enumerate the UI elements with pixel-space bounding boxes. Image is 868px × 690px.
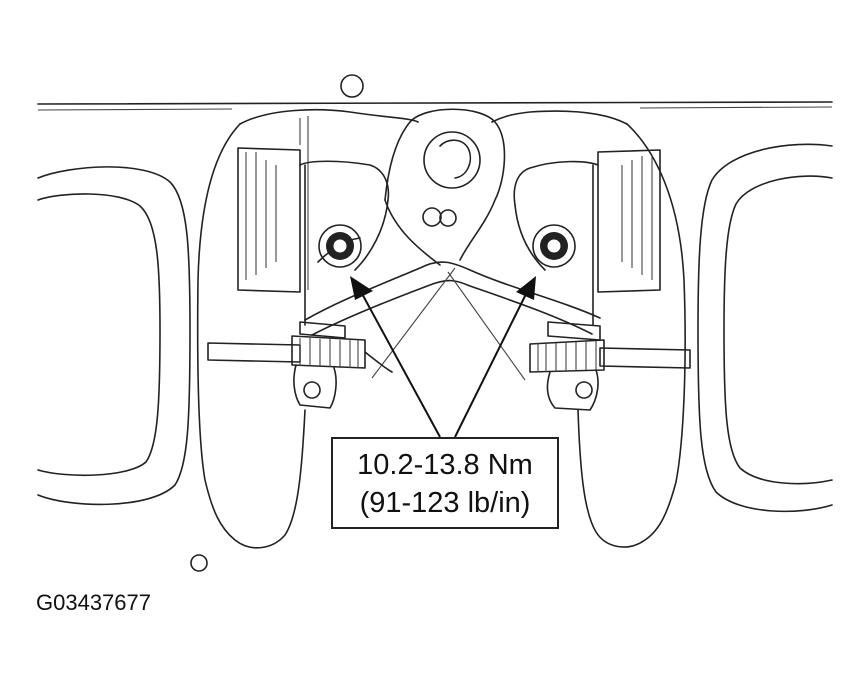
manifold-flange bbox=[196, 109, 686, 549]
right-actuator bbox=[529, 321, 691, 411]
left-bolt bbox=[318, 224, 362, 268]
torque-lbin-label: (91-123 lb/in) bbox=[359, 487, 531, 519]
left-actuator bbox=[207, 321, 393, 409]
locator-hole-bottom bbox=[190, 554, 208, 572]
right-intake-port bbox=[697, 143, 833, 513]
locator-hole-top bbox=[340, 74, 364, 98]
torque-callout-box: 10.2-13.8 Nm (91-123 lb/in) bbox=[331, 437, 559, 529]
left-intake-port bbox=[37, 166, 191, 506]
leader-arrows bbox=[350, 276, 536, 438]
right-bolt bbox=[532, 224, 576, 268]
figure-id-label: G03437677 bbox=[36, 590, 151, 615]
center-lobe bbox=[384, 108, 506, 266]
frame-top-edge bbox=[37, 101, 833, 111]
left-bracket bbox=[237, 147, 390, 326]
right-bracket bbox=[513, 149, 661, 326]
torque-nm-label: 10.2-13.8 Nm bbox=[357, 449, 533, 481]
